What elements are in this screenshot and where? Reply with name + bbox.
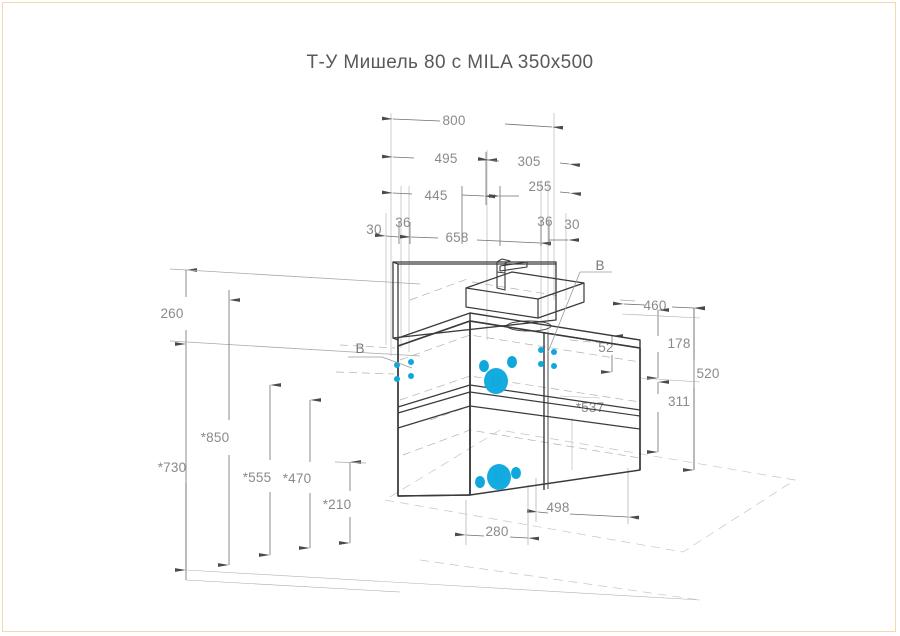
right-dimension-group — [559, 299, 706, 472]
balloon-leader-lines — [348, 271, 612, 369]
floor-reference-plane — [384, 429, 796, 601]
left-dimension-labels: 260 *850 *730 *555 *470 *210 — [158, 306, 352, 512]
balloon-b-left: B — [355, 341, 364, 356]
dim-495: 495 — [434, 151, 457, 166]
handle-letter-lower: D — [494, 470, 503, 485]
dim-178: 178 — [667, 336, 690, 351]
dim-255: 255 — [528, 179, 551, 194]
dim-311: 311 — [668, 394, 690, 409]
handle-letter-upper: D — [491, 374, 500, 389]
right-dimension-labels: 460 52 178 520 311 *537 — [576, 298, 720, 415]
balloon-b-right: B — [595, 258, 604, 273]
dim-36-right: 36 — [537, 214, 552, 229]
top-dimension-chain — [374, 116, 582, 246]
lower-drawer-handle-badge: D — [475, 464, 521, 490]
bottom-dimension-labels: 280 498 — [485, 500, 569, 539]
vanity-cabinet-body — [397, 320, 641, 497]
dim-730: *730 — [158, 460, 187, 475]
left-dimension-group — [169, 268, 701, 601]
dim-30-left: 30 — [366, 222, 381, 237]
dim-280: 280 — [485, 524, 508, 539]
mid-panel-accent-dots — [538, 347, 557, 369]
upper-drawer-handle-badge: D — [479, 356, 517, 394]
backsplash-panel — [392, 261, 557, 341]
dim-36-left: 36 — [395, 215, 410, 230]
dim-305: 305 — [517, 154, 540, 169]
dim-460: 460 — [643, 298, 666, 313]
drawing-title: Т-У Мишель 80 с MILA 350x500 — [306, 52, 594, 73]
dim-470: *470 — [283, 471, 312, 486]
left-side-accent-dots — [394, 359, 414, 382]
dim-30-right: 30 — [564, 217, 579, 232]
dim-800: 800 — [442, 113, 465, 128]
top-dimension-labels: 800 495 305 445 255 30 36 658 36 30 — [366, 113, 579, 245]
dim-445: 445 — [424, 188, 447, 203]
dim-555: *555 — [243, 470, 272, 485]
dim-260: 260 — [160, 306, 183, 321]
dim-498: 498 — [546, 500, 569, 515]
extension-lines — [385, 113, 567, 356]
faucet-mixer-tap — [496, 258, 528, 291]
dim-850: *850 — [201, 430, 230, 445]
dim-210: *210 — [323, 497, 352, 512]
dim-658: 658 — [445, 230, 468, 245]
cabinet-drawer-fronts — [397, 321, 641, 495]
dim-520: 520 — [696, 366, 719, 381]
